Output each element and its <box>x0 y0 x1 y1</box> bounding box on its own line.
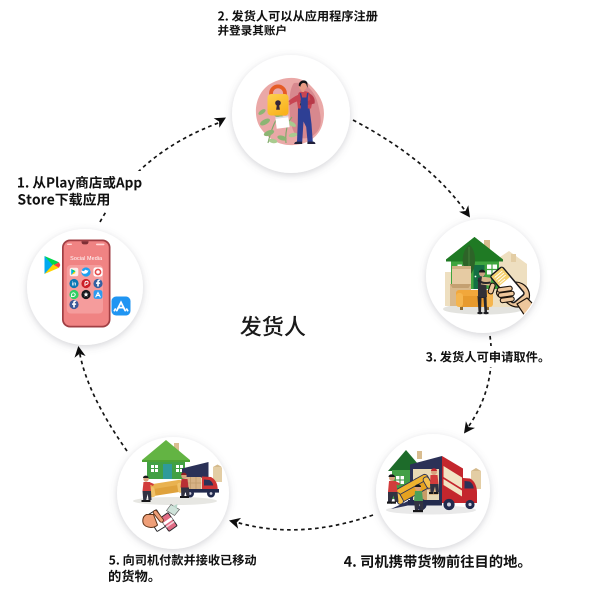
svg-text:Social Media: Social Media <box>70 256 102 262</box>
svg-text:in: in <box>72 281 76 287</box>
